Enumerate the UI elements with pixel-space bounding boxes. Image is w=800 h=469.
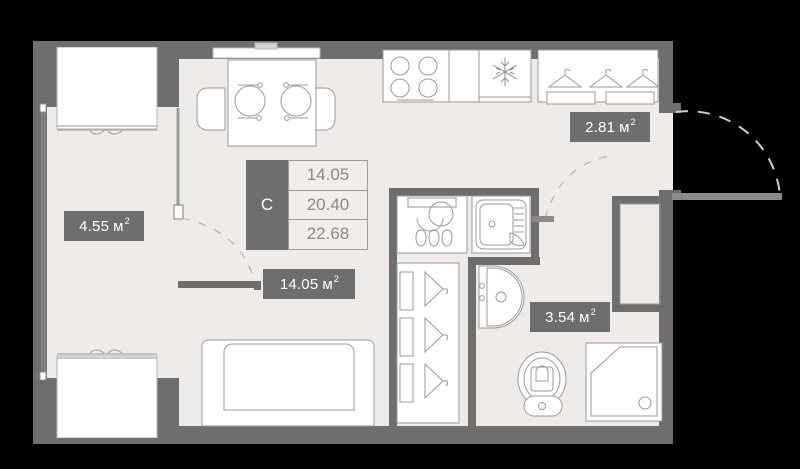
chair-left [196,87,226,131]
balcony-walls [33,41,179,444]
hall-door [532,155,611,222]
window-top [56,41,158,135]
kitchen-sink [471,195,531,254]
area-spec-row-living: 14.05 [288,160,368,191]
interior-wall-balcony [178,281,258,288]
wardrobe-hall [537,49,661,105]
wardrobe-room [396,262,460,424]
area-spec-table: C 14.05 20.40 22.68 [246,160,368,250]
entrance-door [659,103,782,200]
snowflake-icon [492,58,518,86]
unit-m: м [113,217,124,235]
faucet-icon [509,232,525,246]
unit-m: м [322,275,333,293]
unit-superscript: 2 [590,306,596,317]
balcony-glazing [39,103,47,381]
room-label-hallway-value: 2.81 [585,118,616,136]
room-label-bathroom-value: 3.54 [545,308,576,326]
sofa-bed [201,339,375,427]
kitchen-sink-block [396,195,531,254]
unit-m: м [579,308,590,326]
unit-superscript: 2 [124,215,130,226]
hanger-icon [588,68,624,88]
balcony-door [173,108,257,289]
unit-superscript: 2 [630,116,636,127]
kitchen-block [382,49,532,103]
dining-set [196,42,336,147]
hanger-icon [547,68,583,88]
area-spec-row-total: 20.40 [288,190,368,221]
area-spec-rows: 14.05 20.40 22.68 [288,160,368,250]
hall-niche [619,203,661,305]
toilet [517,351,567,417]
washbasin [478,265,525,329]
apartment-type-code: C [246,160,288,250]
area-spec-row-total-with-balcony: 22.68 [288,220,368,250]
counter [448,49,480,103]
shower-tray [585,342,663,422]
dining-table [227,59,317,147]
window-bottom [56,349,158,444]
room-label-living-room-value: 14.05 [279,275,319,293]
hanger-icon [625,68,661,88]
door-swing-arc [675,110,781,197]
unit-m: м [619,118,630,136]
door-leaf [672,193,782,200]
unit-superscript: 2 [333,273,340,284]
room-label-balcony-value: 4.55 [79,217,110,235]
